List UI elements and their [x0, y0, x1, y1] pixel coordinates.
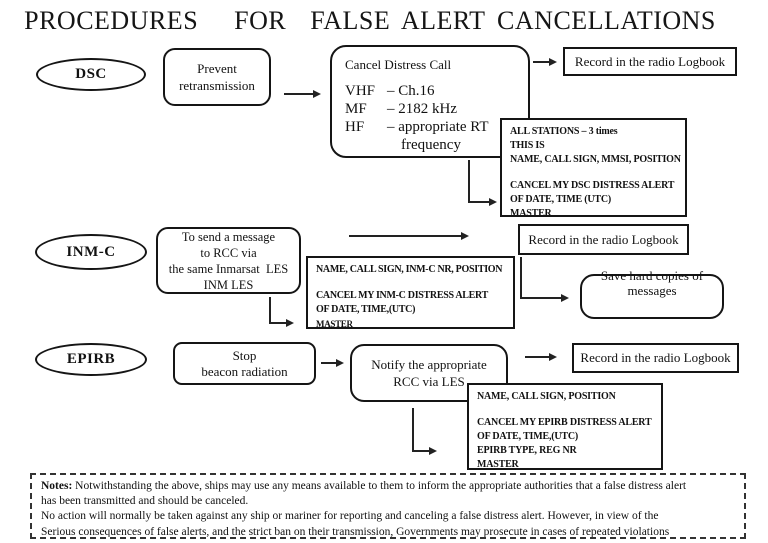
dsc-message-box: ALL STATIONS – 3 times THIS IS NAME, CAL…	[500, 118, 687, 217]
stop-beacon-box: Stop beacon radiation	[173, 342, 316, 385]
freq-row-mf: MF – 2182 kHz	[345, 101, 457, 117]
arrow-right-icon	[489, 198, 497, 206]
notes-line-3: No action will normally be taken against…	[41, 510, 659, 523]
arrow-line	[525, 356, 551, 358]
inmc-message-box: NAME, CALL SIGN, INM-C NR, POSITION CANC…	[306, 256, 515, 329]
arrow-line	[284, 93, 315, 95]
inmc-label: INM-C	[66, 243, 116, 260]
notes-label: Notes:	[41, 480, 73, 492]
freq-row-frequency: frequency	[401, 137, 461, 153]
cancel-distress-call-box: Cancel Distress Call VHF – Ch.16 MF – 21…	[330, 45, 530, 158]
freq-row-vhf: VHF – Ch.16	[345, 83, 435, 99]
epirb-message-box: NAME, CALL SIGN, POSITION CANCEL MY EPIR…	[467, 383, 663, 470]
dsc-ellipse: DSC	[36, 58, 146, 91]
epirb-record-logbook-box: Record in the radio Logbook	[572, 343, 739, 373]
elbow-line	[412, 408, 414, 452]
elbow-line	[468, 160, 470, 203]
notes-line-1: Notes: Notwithstanding the above, ships …	[41, 480, 687, 492]
prevent-line-2: retransmission	[179, 78, 255, 93]
inmc-ellipse: INM-C	[35, 234, 147, 270]
cancel-heading: Cancel Distress Call	[345, 57, 452, 72]
notes-box: Notes: Notwithstanding the above, ships …	[30, 473, 746, 539]
arrow-right-icon	[561, 294, 569, 302]
elbow-line	[520, 257, 522, 299]
elbow-line	[520, 297, 563, 299]
notes-line-4: Serious consequences of false alerts, an…	[41, 525, 670, 538]
prevent-line-1: Prevent	[197, 61, 237, 76]
arrow-right-icon	[549, 353, 557, 361]
arrow-line	[349, 235, 462, 237]
elbow-line	[269, 322, 288, 324]
epirb-ellipse: EPIRB	[35, 343, 147, 376]
epirb-label: EPIRB	[66, 351, 116, 367]
arrow-right-icon	[286, 319, 294, 327]
elbow-line	[468, 201, 491, 203]
arrow-right-icon	[313, 90, 321, 98]
arrow-right-icon	[429, 447, 437, 455]
prevent-retransmission-box: Prevent retransmission	[163, 48, 271, 106]
arrow-line	[321, 362, 338, 364]
elbow-line	[412, 450, 431, 452]
dsc-record-logbook-box: Record in the radio Logbook	[563, 47, 737, 76]
inmc-record-logbook-box: Record in the radio Logbook	[518, 224, 689, 255]
page-title: PROCEDURES FOR FALSE ALERT CANCELLATIONS	[24, 6, 716, 35]
arrow-right-icon	[461, 232, 469, 240]
send-message-box: To send a message to RCC via the same In…	[156, 227, 301, 294]
arrow-right-icon	[549, 58, 557, 66]
arrow-line	[533, 61, 550, 63]
notes-line-2: has been transmitted and should be cance…	[41, 495, 249, 508]
arrow-right-icon	[336, 359, 344, 367]
dsc-label: DSC	[75, 66, 107, 82]
save-copies-box: Save hard copies of messages	[580, 268, 724, 319]
elbow-line	[269, 297, 271, 324]
freq-row-hf: HF – appropriate RT	[345, 119, 489, 135]
